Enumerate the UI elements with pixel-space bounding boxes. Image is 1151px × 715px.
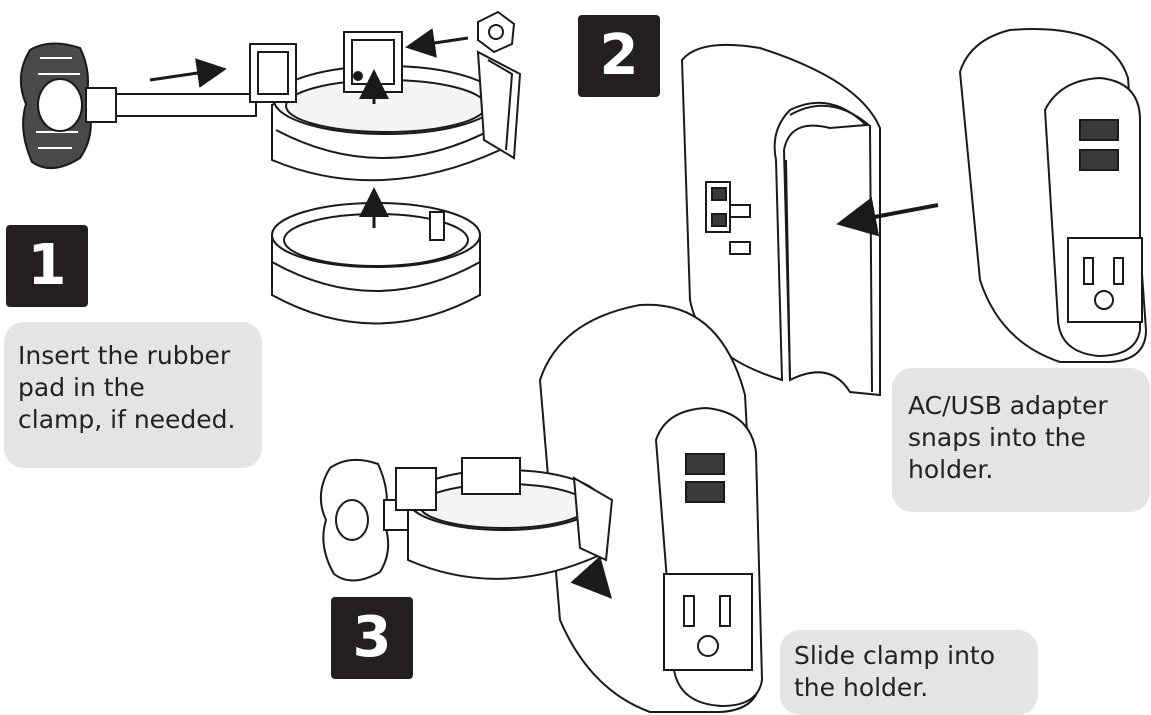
snap-arrow bbox=[836, 197, 939, 237]
rod-arrow bbox=[149, 58, 227, 88]
step-2-badge: 2 bbox=[578, 15, 660, 97]
usb-port-icon bbox=[1079, 149, 1119, 171]
nut-arrow bbox=[405, 28, 469, 58]
assembled-holder bbox=[538, 303, 764, 713]
step-1-caption: Insert the rubber pad in the clamp, if n… bbox=[4, 322, 262, 468]
usb-port-icon bbox=[1079, 119, 1119, 141]
usb-port-icon bbox=[685, 481, 725, 503]
adapter-holder bbox=[680, 43, 881, 397]
step-3-illustration bbox=[319, 303, 764, 713]
clamp-ring bbox=[249, 31, 522, 182]
usb-port-icon bbox=[685, 453, 725, 475]
hex-nut bbox=[477, 10, 516, 54]
screw-rod bbox=[115, 93, 257, 117]
clamp-ring bbox=[395, 457, 614, 580]
step-1-illustration bbox=[19, 10, 522, 325]
step-1-badge: 1 bbox=[6, 225, 88, 307]
slide-arrow bbox=[570, 555, 613, 599]
clamp-knob bbox=[319, 458, 409, 582]
ac-usb-adapter bbox=[958, 28, 1148, 363]
step-3-badge: 3 bbox=[331, 597, 413, 679]
clamp-knob bbox=[19, 42, 117, 169]
step-3-caption: Slide clamp into the holder. bbox=[780, 630, 1038, 715]
step-2-caption: AC/USB adapter snaps into the holder. bbox=[892, 368, 1150, 512]
step-2-illustration bbox=[680, 28, 1148, 397]
rubber-pad-ring bbox=[271, 202, 481, 325]
